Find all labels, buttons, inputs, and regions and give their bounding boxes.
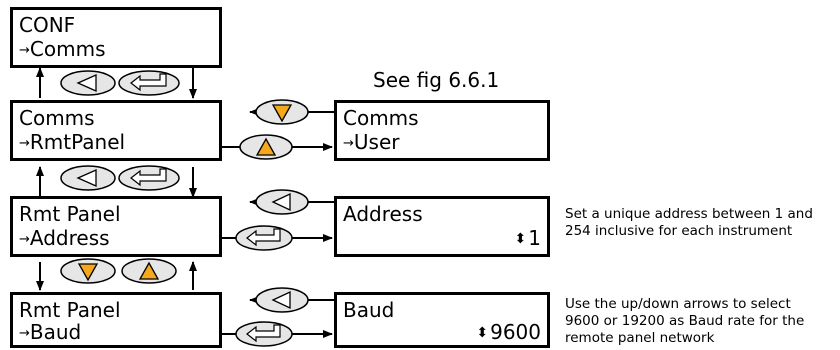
figure-reference: See fig 6.6.1 [373,68,500,92]
note-line: 254 inclusive for each instrument [565,223,793,239]
screen-line-2: →Baud [19,321,81,345]
up-key[interactable] [121,258,177,284]
screen-rmtpanel-address: Rmt Panel →Address [10,196,222,257]
enter-return-icon [246,324,281,343]
up-down-icon: ⬍ [476,325,489,341]
screen-conf: CONF →Comms [10,7,222,68]
arrow-icon: → [19,136,30,151]
page-left-icon [76,168,97,188]
enter-key[interactable] [118,165,180,191]
screen-line-1: Comms [343,106,419,130]
page-key[interactable] [255,287,309,313]
note-line: remote panel network [565,330,715,346]
arrow-icon: → [19,43,30,58]
down-arrow-icon [271,104,293,123]
enter-return-icon [130,168,167,187]
up-arrow-icon [138,261,160,280]
screen-line-1: Rmt Panel [19,202,121,226]
up-arrow-icon [255,137,277,156]
down-key[interactable] [255,99,309,125]
enter-return-icon [130,73,167,92]
screen-line-2: →User [343,131,400,155]
baud-note: Use the up/down arrows to select 9600 or… [565,296,804,347]
page-left-icon [271,290,291,310]
enter-return-icon [246,228,281,247]
screen-line-1: Rmt Panel [19,298,121,322]
screen-comms-rmtpanel: Comms →RmtPanel [10,100,222,161]
note-line: Set a unique address between 1 and [565,206,813,222]
screen-line-1: CONF [19,13,76,37]
screen-line-2: →Address [19,227,110,251]
up-down-icon: ⬍ [514,231,527,247]
baud-value: 9600 [490,320,541,344]
up-key[interactable] [239,134,293,160]
enter-key[interactable] [235,225,293,251]
screen-line-2-text: Comms [29,37,106,61]
screen-line-2: →RmtPanel [19,131,125,155]
page-key[interactable] [60,70,116,96]
screen-line-1: Baud [343,298,395,322]
page-key[interactable] [60,165,116,191]
page-key[interactable] [255,189,309,215]
screen-line-2: →Comms [19,38,106,62]
screen-line-1: Address [343,202,423,226]
down-key[interactable] [60,258,116,284]
address-value: 1 [528,226,541,250]
page-left-icon [271,192,291,212]
screen-baud: Baud ⬍9600 [334,292,550,348]
enter-key[interactable] [235,321,293,347]
screen-value: ⬍1 [515,227,541,250]
screen-address: Address ⬍1 [334,196,550,257]
screen-value: ⬍9600 [476,321,541,344]
arrow-icon: → [343,136,354,151]
screen-comms-user: Comms →User [334,100,550,161]
address-note: Set a unique address between 1 and 254 i… [565,206,813,240]
arrow-icon: → [19,232,30,247]
page-left-icon [76,73,97,93]
screen-line-2-text: RmtPanel [29,130,126,154]
screen-line-1: Comms [19,106,95,130]
enter-key[interactable] [118,70,180,96]
note-line: 9600 or 19200 as Baud rate for the [565,313,805,329]
screen-line-2-text: User [353,130,400,154]
note-line: Use the up/down arrows to select [565,296,791,312]
screen-line-2-text: Baud [29,320,82,344]
arrow-icon: → [19,326,30,341]
screen-rmtpanel-baud: Rmt Panel →Baud [10,292,222,348]
down-arrow-icon [77,263,99,282]
screen-line-2-text: Address [29,226,110,250]
